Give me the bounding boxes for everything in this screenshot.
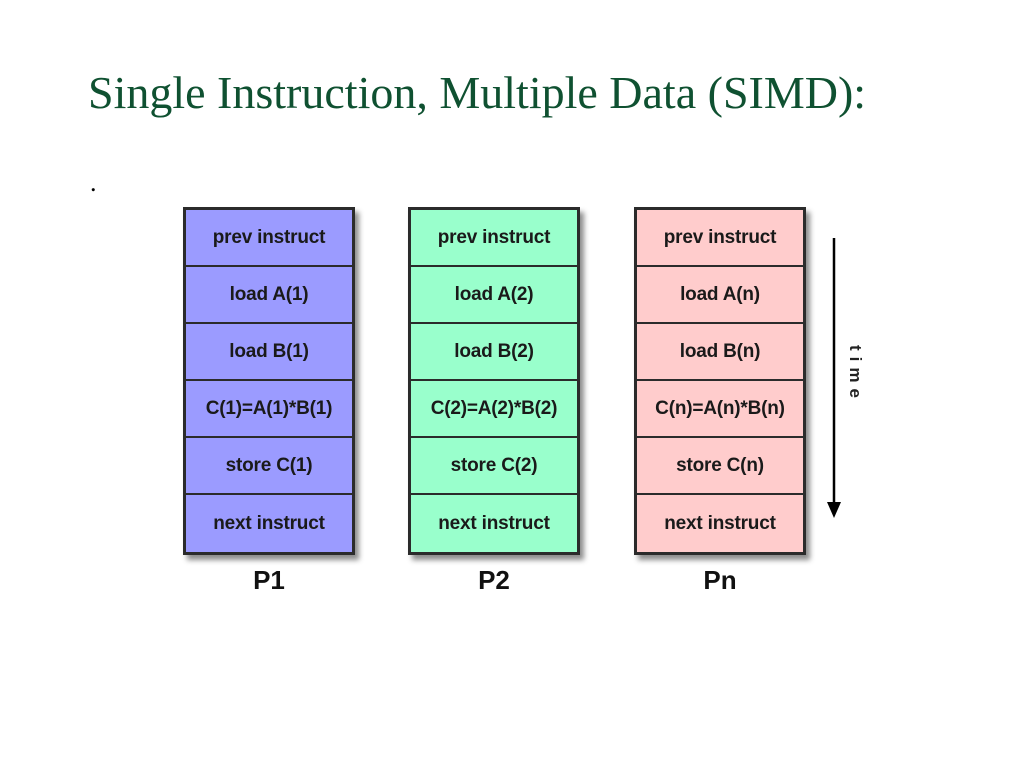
instruction-cell: next instruct (213, 512, 325, 534)
processor-label: Pn (703, 565, 737, 595)
instruction-cell: load A(n) (637, 267, 803, 324)
time-axis-label: time (846, 345, 865, 404)
bullet-point: . (90, 168, 97, 197)
instruction-cell: C(1)=A(1)*B(1) (186, 381, 352, 438)
instruction-cell: load B(2) (411, 324, 577, 381)
instruction-cell: store C(n) (637, 438, 803, 495)
instruction-cell: store C(2) (411, 438, 577, 495)
processor-label: P1 (253, 565, 285, 595)
instruction-cell: load A(2) (411, 267, 577, 324)
down-arrow-icon (827, 238, 841, 518)
instruction-cell: store C(1) (186, 438, 352, 495)
instruction-cell: next instruct (664, 512, 776, 534)
instruction-cell: load A(1) (186, 267, 352, 324)
instruction-cell: load B(n) (637, 324, 803, 381)
processor-label: P2 (478, 565, 510, 595)
slide-title: Single Instruction, Multiple Data (SIMD)… (88, 67, 867, 118)
instruction-cell: prev instruct (637, 210, 803, 267)
instruction-cell: prev instruct (186, 210, 352, 267)
instruction-cell: prev instruct (411, 210, 577, 267)
instruction-cell: load B(1) (186, 324, 352, 381)
instruction-cell: C(n)=A(n)*B(n) (637, 381, 803, 438)
instruction-cell: next instruct (438, 512, 550, 534)
instruction-cell: C(2)=A(2)*B(2) (411, 381, 577, 438)
